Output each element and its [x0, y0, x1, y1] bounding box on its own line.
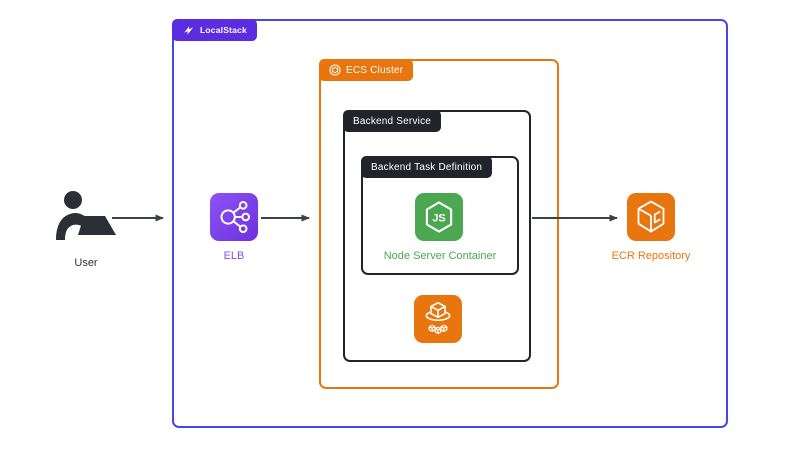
node-server-container-label: Node Server Container: [383, 250, 497, 262]
nodejs-js-text: JS: [432, 213, 445, 225]
localstack-logo-icon: [184, 25, 194, 35]
localstack-container-box: LocalStack: [172, 19, 728, 428]
load-balancer-icon: [220, 201, 250, 233]
backend-task-definition-tab: Backend Task Definition: [361, 156, 493, 178]
ecs-cluster-icon: [329, 64, 341, 76]
ecr-repository-node: [627, 193, 675, 241]
ecr-container-registry-icon: [637, 200, 665, 233]
nodejs-hexagon-icon: JS: [425, 201, 453, 233]
backend-service-box: Backend Service: [343, 110, 531, 362]
user-label: User: [74, 257, 98, 269]
backend-task-definition-box: Backend Task Definition: [361, 156, 519, 275]
localstack-label: LocalStack: [200, 25, 247, 35]
ecr-repository-label: ECR Repository: [611, 250, 691, 262]
ecs-cluster-tab: ECS Cluster: [319, 59, 414, 81]
ecs-cluster-box: ECS Cluster: [319, 59, 559, 389]
localstack-tab: LocalStack: [172, 19, 257, 41]
node-server-node: JS: [415, 193, 463, 241]
backend-service-tab: Backend Service: [343, 110, 442, 132]
backend-service-label: Backend Service: [353, 115, 432, 127]
ecs-service-cubes-icon: [425, 301, 451, 335]
ecs-cluster-label: ECS Cluster: [346, 64, 404, 76]
backend-task-definition-label: Backend Task Definition: [371, 161, 483, 173]
elb-label: ELB: [223, 250, 245, 262]
elb-node: [210, 193, 258, 241]
ecs-service-node: [414, 295, 462, 343]
person-at-laptop-icon: [56, 191, 116, 240]
